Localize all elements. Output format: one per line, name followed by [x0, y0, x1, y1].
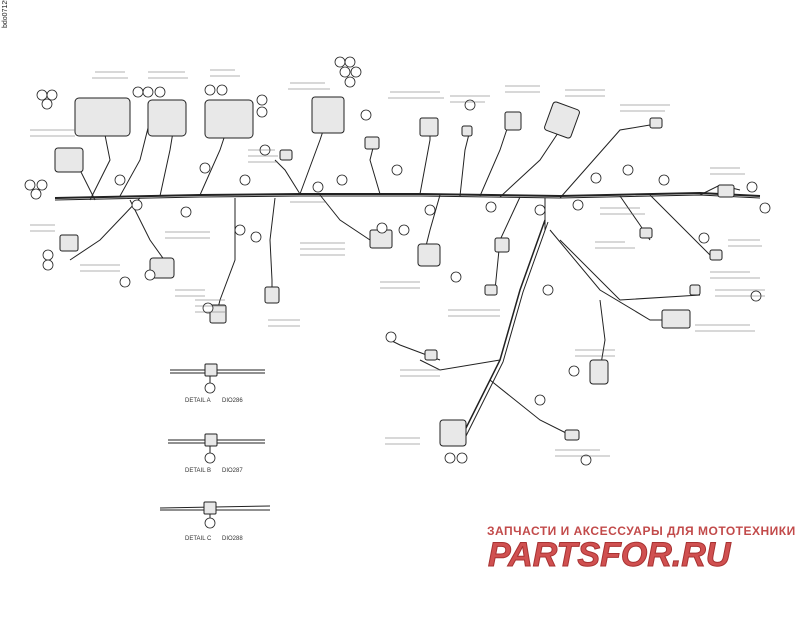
detail-c: DETAIL C DIO288 — [185, 536, 243, 542]
detail-a-code: DIO286 — [222, 398, 243, 404]
detail-b: DETAIL B DIO287 — [185, 468, 243, 474]
diagram-code: bdo07129 — [2, 0, 9, 28]
label-marks — [30, 69, 765, 457]
detail-a: DETAIL A DIO286 — [185, 398, 243, 404]
watermark-logo: PARTSFOR.RU — [488, 536, 733, 575]
detail-c-code: DIO288 — [222, 536, 243, 542]
callout-group — [24, 56, 771, 529]
connector-group — [54, 96, 735, 515]
harness-wires — [54, 99, 761, 520]
detail-c-label: DETAIL C — [185, 536, 212, 542]
detail-b-code: DIO287 — [222, 468, 243, 474]
detail-a-label: DETAIL A — [185, 398, 211, 404]
watermark-tagline: ЗАПЧАСТИ И АКСЕССУАРЫ ДЛЯ МОТОТЕХНИКИ — [487, 524, 796, 538]
detail-b-label: DETAIL B — [185, 468, 211, 474]
watermark-logo-text: PARTSFOR.RU — [488, 536, 732, 574]
